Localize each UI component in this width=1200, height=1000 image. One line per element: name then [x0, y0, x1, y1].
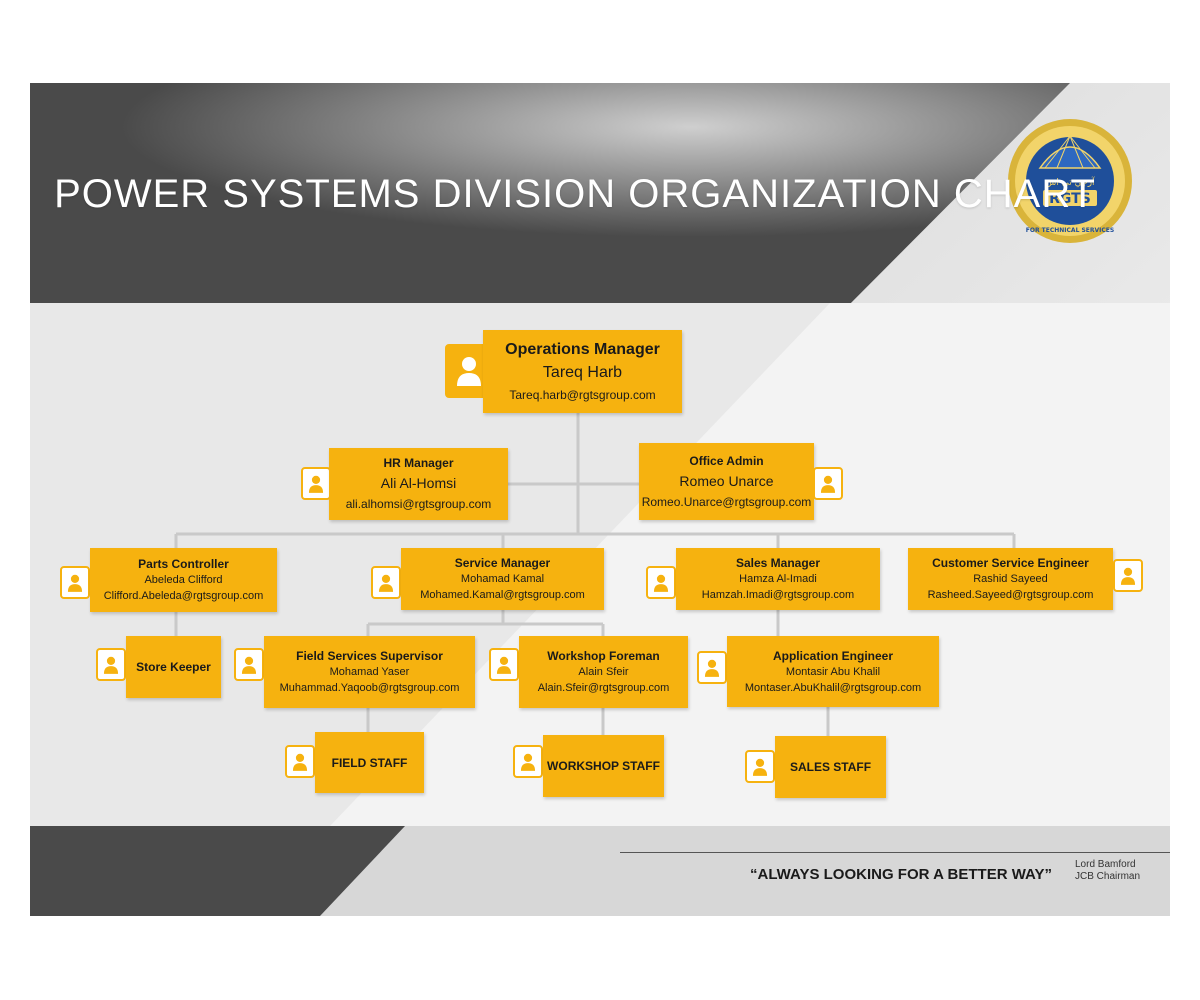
node-email: ali.alhomsi@rgtsgroup.com — [345, 497, 492, 511]
node-role: Customer Service Engineer — [932, 556, 1089, 570]
node-email: Tareq.harb@rgtsgroup.com — [509, 387, 656, 402]
person-icon — [697, 651, 727, 684]
svg-text:آرجي تي اس: آرجي تي اس — [1045, 176, 1095, 188]
node-name: Ali Al-Homsi — [380, 475, 457, 491]
node-role: SALES STAFF — [789, 760, 872, 774]
node-role: WORKSHOP STAFF — [547, 759, 660, 773]
logo-mark: RGTS — [1049, 191, 1091, 207]
node-office-admin: Office Admin Romeo Unarce Romeo.Unarce@r… — [639, 443, 814, 520]
person-icon — [60, 566, 90, 599]
node-name: Hamza Al-Imadi — [739, 573, 817, 585]
node-workshop-staff: WORKSHOP STAFF — [543, 735, 664, 797]
node-name: Romeo Unarce — [679, 472, 774, 489]
footer-rule — [620, 852, 1170, 853]
person-icon — [96, 648, 126, 681]
person-icon — [646, 566, 676, 599]
node-name: Mohamad Yaser — [329, 666, 410, 678]
node-role: Operations Manager — [505, 340, 660, 358]
node-name: Rashid Sayeed — [973, 573, 1048, 585]
node-name: Mohamad Kamal — [460, 573, 545, 585]
page-title: POWER SYSTEMS DIVISION ORGANIZATION CHAR… — [54, 172, 1096, 216]
node-email: Montaser.AbuKhalil@rgtsgroup.com — [744, 681, 922, 694]
node-application-engineer: Application Engineer Montasir Abu Khalil… — [727, 636, 939, 707]
footer-author: Lord Bamford JCB Chairman — [1075, 859, 1140, 883]
rgts-logo: RGTS آرجي تي اس FOR TECHNICAL SERVICES — [1008, 119, 1132, 243]
person-icon — [301, 467, 331, 500]
node-email: Muhammad.Yaqoob@rgtsgroup.com — [279, 682, 460, 694]
node-role: FIELD STAFF — [331, 755, 408, 770]
node-email: Hamzah.Imadi@rgtsgroup.com — [701, 589, 855, 601]
footer-quote: “ALWAYS LOOKING FOR A BETTER WAY” — [750, 866, 1052, 883]
node-email: Alain.Sfeir@rgtsgroup.com — [537, 682, 670, 694]
node-email: Clifford.Abeleda@rgtsgroup.com — [103, 590, 264, 602]
node-operations-manager: Operations Manager Tareq Harb Tareq.harb… — [483, 330, 682, 413]
node-workshop-foreman: Workshop Foreman Alain Sfeir Alain.Sfeir… — [519, 636, 688, 708]
person-icon — [1113, 559, 1143, 592]
node-sales-manager: Sales Manager Hamza Al-Imadi Hamzah.Imad… — [676, 548, 880, 610]
person-icon — [513, 745, 543, 778]
svg-text:FOR TECHNICAL SERVICES: FOR TECHNICAL SERVICES — [1026, 227, 1114, 234]
node-name: Montasir Abu Khalil — [785, 665, 881, 678]
node-role: Workshop Foreman — [547, 649, 660, 663]
node-field-services-supervisor: Field Services Supervisor Mohamad Yaser … — [264, 636, 475, 708]
node-service-manager: Service Manager Mohamad Kamal Mohamed.Ka… — [401, 548, 604, 610]
node-name: Tareq Harb — [542, 363, 623, 381]
node-field-staff: FIELD STAFF — [315, 732, 424, 793]
node-parts-controller: Parts Controller Abeleda Clifford Cliffo… — [90, 548, 277, 612]
node-name: Alain Sfeir — [578, 666, 629, 678]
node-hr-manager: HR Manager Ali Al-Homsi ali.alhomsi@rgts… — [329, 448, 508, 520]
person-icon — [371, 566, 401, 599]
node-customer-service-engineer: Customer Service Engineer Rashid Sayeed … — [908, 548, 1113, 610]
node-role: HR Manager — [383, 456, 454, 470]
person-icon — [489, 648, 519, 681]
node-store-keeper: Store Keeper — [126, 636, 221, 698]
node-role: Field Services Supervisor — [296, 649, 443, 663]
node-sales-staff: SALES STAFF — [775, 736, 886, 798]
person-icon — [813, 467, 843, 500]
author-name: Lord Bamford — [1075, 859, 1136, 870]
node-email: Romeo.Unarce@rgtsgroup.com — [641, 494, 812, 509]
node-role: Store Keeper — [136, 660, 211, 674]
person-icon — [285, 745, 315, 778]
node-email: Mohamed.Kamal@rgtsgroup.com — [420, 589, 585, 601]
node-role: Sales Manager — [735, 556, 821, 570]
node-role: Service Manager — [454, 556, 551, 570]
node-role: Application Engineer — [772, 648, 893, 663]
node-email: Rasheed.Sayeed@rgtsgroup.com — [927, 589, 1094, 601]
node-role: Parts Controller — [138, 557, 229, 571]
person-icon — [234, 648, 264, 681]
node-role: Office Admin — [689, 453, 764, 468]
node-name: Abeleda Clifford — [144, 574, 223, 586]
person-icon — [745, 750, 775, 783]
author-title: JCB Chairman — [1075, 871, 1141, 882]
